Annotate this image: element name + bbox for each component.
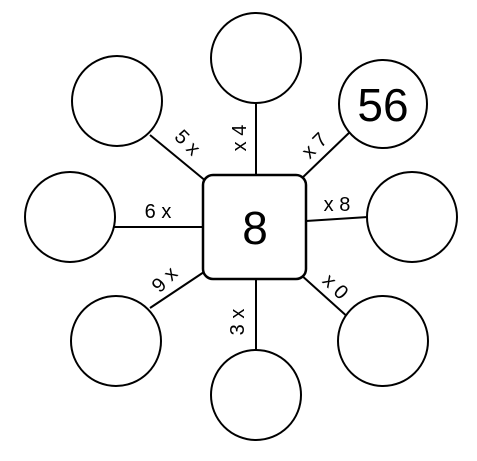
- spoke-line-right: [305, 216, 369, 222]
- center-box-frame: [201, 173, 308, 281]
- spoke-label-bottom-right: x 0: [318, 270, 352, 304]
- center-box: 8: [201, 173, 308, 281]
- spoke-label-right: x 8: [324, 194, 351, 216]
- answer-circle-bottom-left[interactable]: [70, 295, 162, 387]
- answer-circle-left[interactable]: [24, 171, 116, 263]
- answer-circle-top[interactable]: [210, 12, 302, 104]
- spoke-label-left: 6 x: [145, 201, 172, 223]
- spoke-lines: [114, 100, 369, 352]
- answer-circles: [24, 12, 458, 441]
- spoke-line-top-left: [149, 134, 208, 183]
- spoke-label-top: x 4: [229, 125, 251, 152]
- spoke-label-top-right: x 7: [298, 129, 332, 163]
- answer-circle-right[interactable]: [366, 171, 458, 263]
- answer-circle-bottom[interactable]: [210, 349, 302, 441]
- answer-circle-bottom-right[interactable]: [337, 295, 429, 387]
- spoke-line-top-right: [299, 129, 353, 181]
- center-number: 8: [242, 202, 268, 254]
- spoke-label-bottom-left: 9 x: [148, 263, 182, 297]
- answer-text-top-right: 56: [357, 79, 408, 131]
- answer-circle-top-right[interactable]: [338, 59, 428, 149]
- spoke-line-bottom-left: [149, 269, 208, 309]
- answer-texts: 56: [357, 79, 408, 131]
- spoke-label-bottom: 3 x: [227, 309, 249, 336]
- answer-circle-top-left[interactable]: [71, 55, 163, 147]
- spoke-line-bottom-right: [299, 273, 351, 320]
